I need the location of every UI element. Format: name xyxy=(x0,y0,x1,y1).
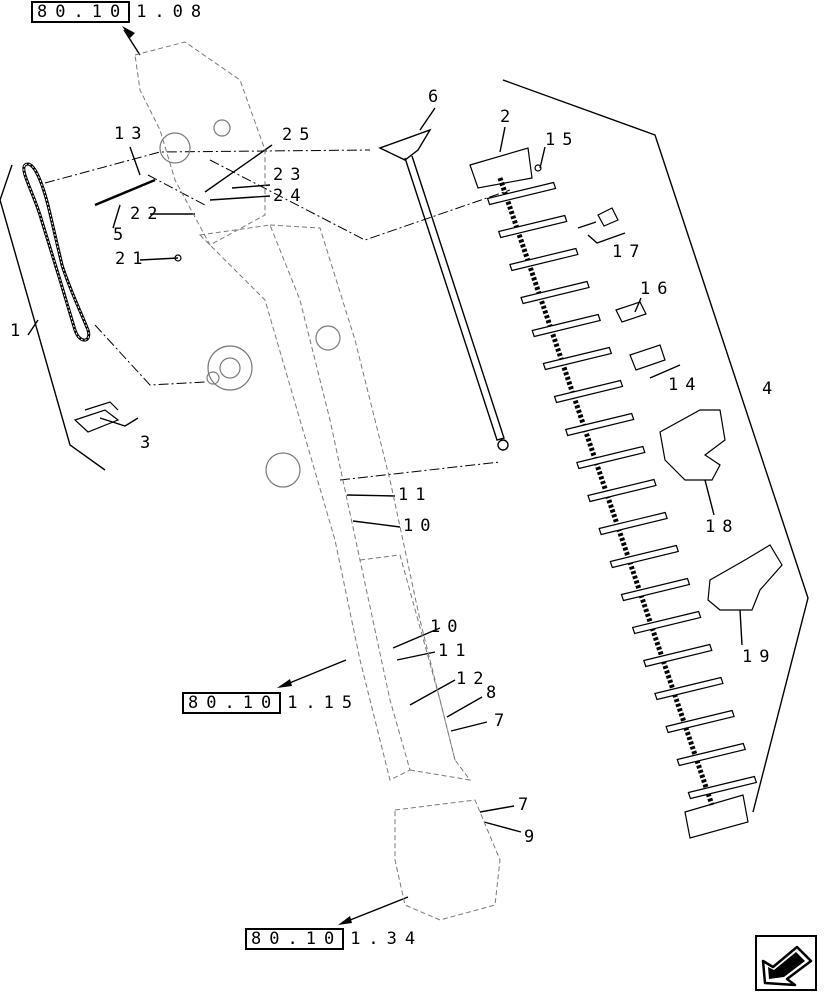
callout-12: 12 xyxy=(456,669,491,689)
callout-22: 22 xyxy=(130,204,165,224)
chain-paddle xyxy=(654,676,724,701)
reference-boxed-part: 80.10 xyxy=(182,692,282,714)
callout-6: 6 xyxy=(428,87,446,107)
callout-24: 24 xyxy=(273,186,308,206)
callout-2: 2 xyxy=(500,107,518,127)
reference-suffix: 1.15 xyxy=(287,693,361,713)
chain-paddle xyxy=(564,412,635,437)
chain-paddle xyxy=(609,544,680,569)
callout-21: 21 xyxy=(115,249,150,269)
reference-suffix: 1.34 xyxy=(350,929,424,949)
callout-14: 14 xyxy=(668,375,703,395)
callout-4: 4 xyxy=(762,379,780,399)
callout-5: 5 xyxy=(113,225,131,245)
chain-paddle xyxy=(576,445,646,470)
callout-10a: 10 xyxy=(403,516,438,536)
chain-paddle xyxy=(631,610,702,635)
chain-paddle xyxy=(665,709,735,734)
chain-paddle xyxy=(687,775,758,800)
callout-25: 25 xyxy=(282,125,317,145)
chain-paddle xyxy=(643,643,713,668)
callout-18: 18 xyxy=(705,517,740,537)
chain-paddle xyxy=(542,346,613,371)
callout-13: 13 xyxy=(114,124,149,144)
callout-1: 1 xyxy=(10,321,28,341)
chain-paddle xyxy=(598,511,668,536)
callout-10b: 10 xyxy=(430,617,465,637)
callout-15: 15 xyxy=(545,130,580,150)
chain-paddle xyxy=(587,478,657,503)
callout-19: 19 xyxy=(742,647,777,667)
back-button[interactable] xyxy=(755,935,817,991)
callout-11a: 11 xyxy=(398,485,433,505)
callout-7b: 7 xyxy=(518,795,536,815)
reference-boxed-part: 80.10 xyxy=(245,928,345,950)
chain-paddle xyxy=(497,214,568,239)
reference-boxed-part: 80.10 xyxy=(31,1,131,23)
callout-23: 23 xyxy=(273,165,308,185)
callout-11b: 11 xyxy=(438,641,473,661)
reference-suffix: 1.08 xyxy=(136,2,210,22)
callout-3: 3 xyxy=(140,433,158,453)
back-arrow-icon xyxy=(761,945,813,987)
chain-paddle xyxy=(509,247,579,272)
chain-paddle xyxy=(676,742,747,767)
chain-paddle xyxy=(553,379,624,404)
callout-9: 9 xyxy=(524,827,542,847)
callout-17: 17 xyxy=(612,242,647,262)
chain-paddle xyxy=(520,280,590,305)
callout-7a: 7 xyxy=(494,711,512,731)
callout-8: 8 xyxy=(486,683,504,703)
chain-paddle xyxy=(620,577,691,602)
chain-paddle xyxy=(531,313,601,338)
chain-paddle xyxy=(486,181,557,206)
callout-16: 16 xyxy=(640,279,675,299)
